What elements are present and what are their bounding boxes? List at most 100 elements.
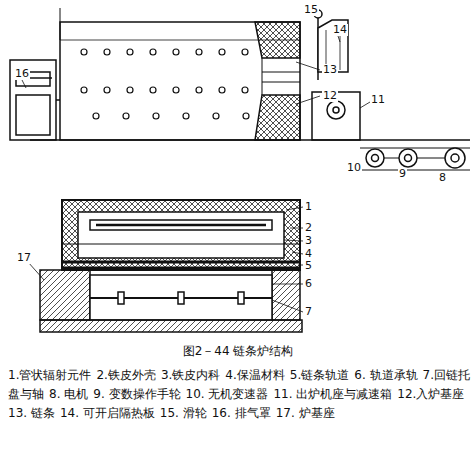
cross-section xyxy=(118,292,124,304)
part-name: 1.管状辐射元件 xyxy=(8,368,91,382)
part-name: 3.铁皮内科 xyxy=(161,368,220,382)
part-name: 14. 可开启隔热板 xyxy=(60,406,155,420)
furnace-body xyxy=(255,95,300,140)
radiant-tube-end xyxy=(213,113,219,119)
radiant-tube-end xyxy=(123,113,129,119)
radiant-tube-end xyxy=(81,87,87,93)
part-name: 15. 滑轮 xyxy=(160,406,207,420)
callout-number: 12 xyxy=(322,90,338,102)
leader-line xyxy=(28,262,44,280)
radiant-tube-end xyxy=(242,49,248,55)
chain-and-drive xyxy=(417,158,445,159)
part-name: 16. 排气罩 xyxy=(212,406,271,420)
part-name: 4.保温材料 xyxy=(225,368,284,382)
furnace-body xyxy=(60,40,300,41)
radiant-tube-end xyxy=(196,87,202,93)
chain-and-drive xyxy=(360,170,470,171)
chain-and-drive xyxy=(372,155,379,162)
heat-shield xyxy=(314,4,348,80)
cross-section xyxy=(90,275,272,320)
callout-number: 9 xyxy=(398,168,407,180)
radiant-tube-end xyxy=(173,87,179,93)
callout-number: 3 xyxy=(304,235,313,247)
callout-number: 11 xyxy=(370,94,386,106)
callout-number: 7 xyxy=(304,306,313,318)
furnace-body xyxy=(262,58,263,95)
part-name: 8. 电机 xyxy=(49,387,88,401)
part-name: 17. 炉基座 xyxy=(276,406,335,420)
cross-section xyxy=(178,292,184,304)
chain-and-drive xyxy=(405,155,412,162)
cross-section xyxy=(62,200,300,270)
part-name: 11. 出炉机座与减速箱 xyxy=(273,387,392,401)
cross-section xyxy=(62,267,300,270)
chain-and-drive xyxy=(384,158,399,159)
part-name: 5.链条轨道 xyxy=(290,368,349,382)
leader-line xyxy=(338,36,340,42)
chain-and-drive xyxy=(366,149,384,167)
furnace-body xyxy=(262,72,300,73)
callout-number: 14 xyxy=(332,24,348,36)
parts-key: 1.管状辐射元件2.铁皮外壳3.铁皮内科4.保温材料5.链条轨道6. 轨道承轨7… xyxy=(8,366,470,423)
furnace-body xyxy=(60,22,300,140)
callout-number: 15 xyxy=(303,4,319,16)
callout-number: 16 xyxy=(14,68,30,80)
chain-and-drive xyxy=(30,139,470,141)
exit-stand xyxy=(333,107,339,113)
radiant-tube-end xyxy=(127,87,133,93)
leader-line xyxy=(296,96,320,104)
leader-line xyxy=(22,80,26,88)
exhaust-hood xyxy=(16,95,50,135)
cross-section xyxy=(62,244,300,245)
radiant-tube-ends xyxy=(81,49,249,119)
figure-caption: 图2－44 链条炉结构 xyxy=(0,343,476,360)
radiant-tube-end xyxy=(104,49,110,55)
callout-number: 6 xyxy=(304,278,313,290)
chain-and-drive xyxy=(30,140,470,170)
radiant-tube-end xyxy=(93,113,99,119)
cross-section xyxy=(40,200,302,332)
exit-stand xyxy=(327,101,345,119)
radiant-tube-end xyxy=(153,113,159,119)
chain-and-drive xyxy=(399,149,417,167)
callout-number: 2 xyxy=(304,222,313,234)
callout-number: 1 xyxy=(304,201,313,213)
callout-number: 17 xyxy=(16,252,32,264)
leader-line xyxy=(272,284,303,285)
cross-section xyxy=(62,200,300,270)
callout-number: 8 xyxy=(438,172,447,184)
radiant-tube-end xyxy=(150,87,156,93)
radiant-tube-end xyxy=(219,87,225,93)
furnace-body xyxy=(262,82,300,83)
leader-line xyxy=(284,240,303,241)
leader-line xyxy=(360,102,370,108)
callout-number: 10 xyxy=(346,162,362,174)
leader-line xyxy=(298,265,303,266)
leader-line xyxy=(290,228,303,229)
callout-number: 13 xyxy=(322,64,338,76)
part-name: 9. 变数操作手轮 xyxy=(93,387,180,401)
leader-line xyxy=(272,300,303,312)
part-name: 10. 无机变速器 xyxy=(186,387,269,401)
radiant-tube-end xyxy=(81,49,87,55)
part-name: 2.铁皮外壳 xyxy=(96,368,155,382)
cross-section xyxy=(78,212,284,258)
cross-section xyxy=(238,292,244,304)
leader-line xyxy=(286,207,303,210)
cross-section xyxy=(40,320,302,332)
furnace-body xyxy=(60,8,61,40)
cross-section xyxy=(90,220,272,230)
radiant-tube-end xyxy=(150,49,156,55)
radiant-tube-end xyxy=(183,113,189,119)
exhaust-hood xyxy=(10,60,60,140)
cross-section xyxy=(96,224,266,227)
exhaust-hood xyxy=(10,60,56,140)
radiant-tube-end xyxy=(196,49,202,55)
leader-line xyxy=(296,62,320,70)
leader-line xyxy=(292,252,303,254)
part-name: 6. 轨道承轨 xyxy=(354,368,417,382)
radiant-tube-end xyxy=(104,87,110,93)
radiant-tube-end xyxy=(219,49,225,55)
callout-number: 5 xyxy=(304,260,313,272)
